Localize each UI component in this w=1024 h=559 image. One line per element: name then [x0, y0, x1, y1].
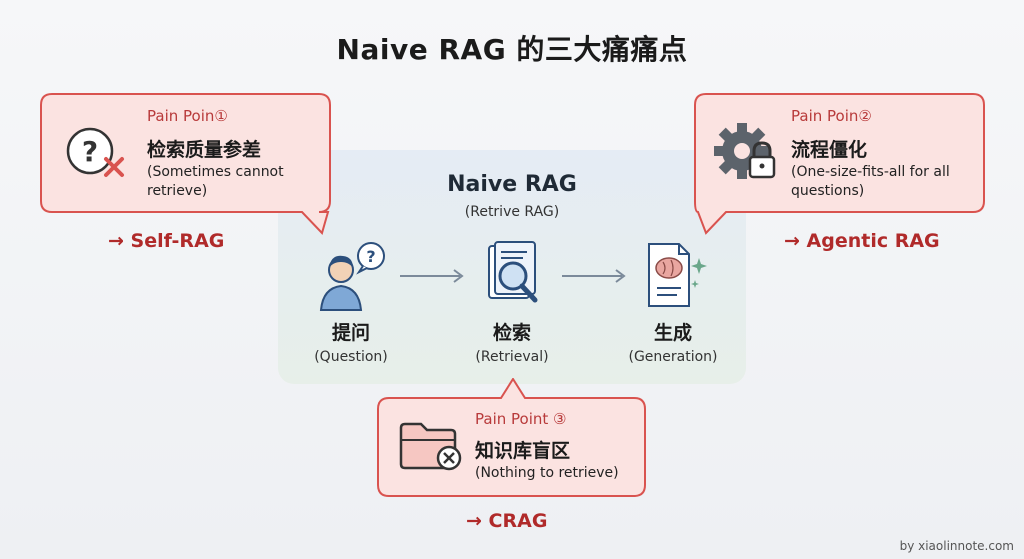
- question-x-icon: ?: [62, 125, 130, 189]
- pain-point-1-callout: ? Pain Poin① 检索质量参差 (Sometimes cannot re…: [40, 93, 332, 235]
- step-retrieval: 检索 (Retrieval): [442, 240, 582, 365]
- step-question-sub: (Question): [314, 349, 388, 365]
- naive-rag-flow-panel: Naive RAG (Retrive RAG) ? 提问 (Question): [278, 150, 746, 384]
- pain-point-2-callout: Pain Poin② 流程僵化 (One-size-fits-all for a…: [694, 93, 986, 235]
- pain-point-3-solution: → CRAG: [466, 510, 548, 532]
- gear-lock-icon: [712, 121, 782, 189]
- pain-point-3-callout: Pain Point ③ 知识库盲区 (Nothing to retrieve): [377, 378, 647, 498]
- pain-point-2-tag: Pain Poin②: [791, 107, 872, 125]
- folder-x-icon: [397, 418, 467, 478]
- pain-point-1-solution: → Self-RAG: [108, 230, 225, 252]
- step-question: ? 提问 (Question): [281, 240, 421, 365]
- flow-title: Naive RAG: [447, 172, 577, 197]
- pain-point-1-desc: (Sometimes cannot retrieve): [147, 164, 284, 199]
- step-question-label: 提问: [331, 322, 370, 344]
- step-generation-sub: (Generation): [628, 349, 718, 365]
- svg-text:?: ?: [366, 247, 375, 266]
- flow-arrow-2: [562, 269, 626, 283]
- brain-document-icon: [603, 240, 743, 314]
- person-question-icon: ?: [281, 240, 421, 314]
- svg-text:?: ?: [82, 135, 98, 168]
- flow-subtitle: (Retrive RAG): [464, 204, 560, 220]
- document-search-icon: [442, 240, 582, 314]
- step-retrieval-sub: (Retrieval): [475, 349, 549, 365]
- pain-point-2-desc: (One-size-fits-all for all questions): [791, 164, 950, 199]
- credit-text: by xiaolinnote.com: [899, 539, 1014, 553]
- step-retrieval-label: 检索: [492, 322, 531, 344]
- step-generation-label: 生成: [653, 322, 692, 344]
- step-generation: 生成 (Generation): [603, 240, 743, 365]
- pain-point-3-title: 知识库盲区: [475, 440, 571, 462]
- pain-point-3-tag: Pain Point ③: [475, 410, 567, 428]
- page-title: Naive RAG 的三大痛痛点: [336, 33, 688, 66]
- pain-point-2-title: 流程僵化: [791, 139, 868, 161]
- pain-point-3-desc: (Nothing to retrieve): [475, 465, 619, 481]
- flow-arrow-1: [400, 269, 464, 283]
- pain-point-1-tag: Pain Poin①: [147, 107, 228, 125]
- pain-point-1-title: 检索质量参差: [147, 139, 262, 161]
- pain-point-2-solution: → Agentic RAG: [784, 230, 940, 252]
